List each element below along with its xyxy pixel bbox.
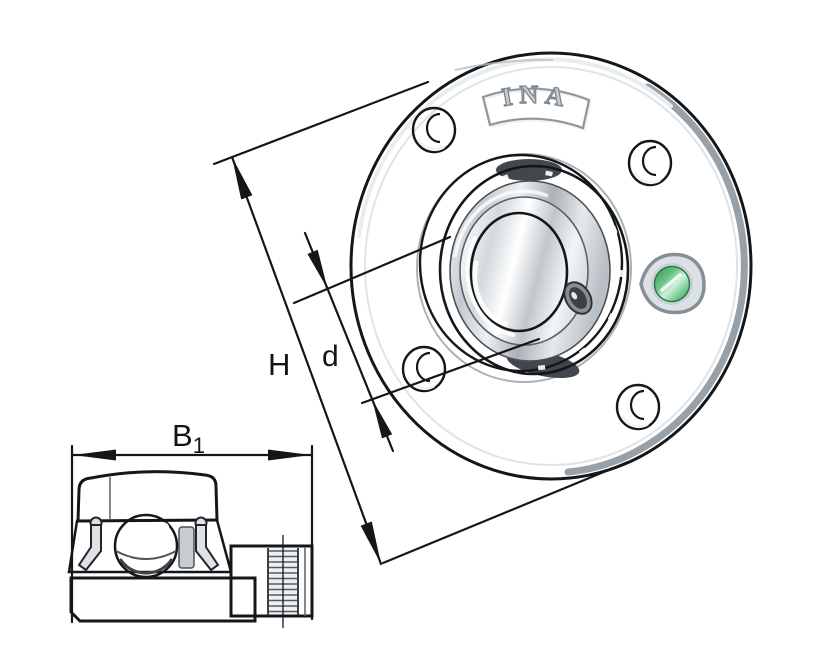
housing-boss (418, 153, 624, 373)
bolt-hole-opening (427, 114, 453, 142)
bolt-hole-highlight (632, 171, 661, 185)
dim-H: H (212, 80, 630, 566)
dim-d: d (292, 231, 541, 453)
ball-specular (144, 521, 170, 541)
cage-pocket (178, 526, 195, 569)
dim-B1: B1 (70, 418, 314, 624)
inner-ring-face (459, 196, 589, 346)
locking-collar-outer (438, 164, 630, 376)
dim-H-arrow-top (232, 157, 253, 200)
bolt-hole-highlight (416, 138, 445, 152)
shaft-bore (469, 211, 569, 333)
flinger-top (496, 159, 562, 181)
ina-logo-frame-highlight (483, 89, 592, 132)
bolt-hole-highlight (406, 377, 435, 391)
dim-B1-arrow-left (73, 449, 116, 461)
bolt-hole-edge (425, 112, 441, 144)
grease-cap-highlight (660, 273, 682, 292)
bearing-insert (416, 153, 632, 383)
grease-fitting-cap (653, 265, 691, 303)
seal-lip-body (77, 524, 102, 572)
grease-fitting (639, 252, 706, 315)
bolt-hole-recess (411, 106, 457, 154)
outer-ring-section (76, 470, 219, 523)
dim-B1-arrow-right (268, 449, 311, 461)
dim-d-arrow-top (307, 249, 328, 289)
dim-H-ext-top (212, 80, 430, 166)
bore-far-rim (472, 260, 508, 327)
ball-shadow-arc (118, 558, 174, 575)
bolt-hole-edge (629, 389, 645, 421)
set-screw-glint (571, 292, 578, 300)
dim-d-ext-bottom (360, 337, 541, 405)
dimensions: H d B1 (70, 80, 630, 624)
bolt-hole-bottom-right (615, 383, 661, 431)
flange-view: INA (349, 51, 753, 481)
bolt-hole-opening (643, 147, 669, 175)
ina-logo: INA (481, 79, 592, 132)
inner-ring-highlight (453, 189, 549, 258)
grub-screw-sides (267, 548, 299, 615)
collar-slot-ticks (443, 169, 625, 371)
section-view (67, 470, 314, 628)
bolt-hole-opening (417, 353, 443, 381)
ball-seam (115, 550, 177, 560)
flange-rim-highlight (357, 57, 673, 238)
seal-lip-left (77, 516, 103, 572)
bolt-hole-top-right (627, 139, 673, 187)
bolt-hole-recess (615, 383, 661, 431)
dim-label-H: H (268, 347, 290, 382)
bolt-hole-top-left (411, 106, 457, 154)
ina-logo-text: INA (500, 80, 573, 113)
bolt-hole-highlight (620, 415, 649, 429)
dim-d-ext-top (292, 235, 452, 305)
bolt-hole-opening (631, 391, 657, 419)
ball-glint (125, 557, 131, 563)
bolt-hole-edge (641, 145, 657, 177)
dim-label-d: d (322, 340, 339, 373)
dim-H-ext-bottom (381, 460, 630, 565)
bore-rim-highlight (465, 236, 515, 337)
dim-label-B: B (172, 418, 193, 453)
flange-disc (349, 51, 753, 481)
ina-logo-frame (481, 87, 591, 130)
dim-label-B-subscript: 1 (193, 433, 205, 458)
bolt-hole-recess (627, 139, 673, 187)
dim-H-arrow-bottom (360, 521, 381, 564)
bolt-hole-recess (401, 345, 447, 393)
dim-label-B1: B1 (172, 418, 205, 458)
seal-lip-body (195, 524, 220, 572)
dim-H-line (230, 155, 383, 566)
flange-reflection-arc (454, 58, 554, 71)
bolt-hole-bottom-left (401, 345, 447, 393)
ina-logo-textpath: INA (499, 79, 567, 114)
flange-side-shadow (564, 83, 748, 476)
flange-chamfer-line (364, 66, 738, 466)
dim-d-arrow-bottom (372, 399, 393, 439)
set-screw (563, 281, 593, 315)
seal-lip-right (194, 516, 220, 572)
